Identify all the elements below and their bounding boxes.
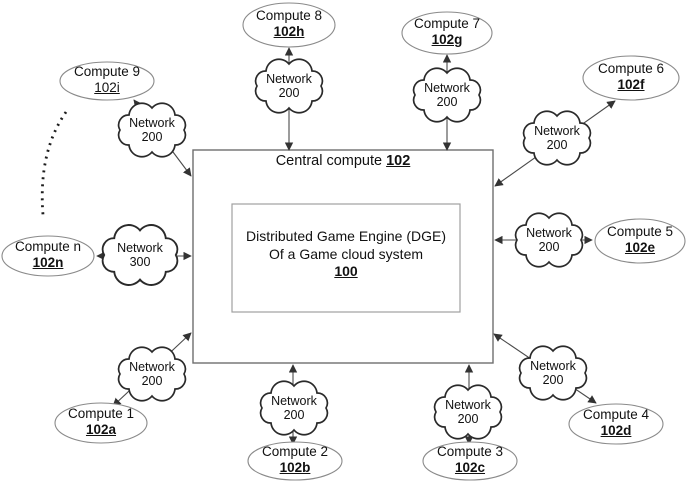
- ellipsis-arc: [40, 111, 68, 216]
- cloud-label-compute-4: Network 200: [513, 359, 593, 387]
- network-8-name: Network: [266, 72, 312, 86]
- network-7-ref: 200: [436, 95, 458, 109]
- compute-1-ref: 102a: [85, 422, 117, 437]
- cloud-label-compute-9: Network 200: [112, 116, 192, 144]
- network-n-ref: 300: [129, 255, 151, 269]
- network-8-ref: 200: [278, 86, 300, 100]
- network-6-name: Network: [534, 124, 580, 138]
- network-2-name: Network: [271, 394, 317, 408]
- network-9-name: Network: [129, 116, 175, 130]
- compute-4-ellipse: [568, 403, 664, 445]
- compute-7-ellipse: [401, 11, 493, 55]
- network-n-name: Network: [117, 241, 163, 255]
- compute-1-ellipse: [54, 402, 148, 444]
- central-compute-ref: 102: [386, 153, 411, 169]
- compute-9-name: Compute 9: [73, 64, 141, 79]
- compute-2-name: Compute 2: [261, 444, 329, 459]
- compute-3-ellipse: [422, 441, 518, 481]
- node-label-compute-3: Compute 3 102c: [420, 444, 520, 476]
- compute-4-ref: 102d: [600, 423, 632, 438]
- node-label-compute-8: Compute 8 102h: [239, 8, 339, 40]
- cloud-label-compute-6: Network 200: [517, 124, 597, 152]
- node-label-compute-7: Compute 7 102g: [397, 16, 497, 48]
- cloud-label-compute-8: Network 200: [249, 72, 329, 100]
- cloud-label-compute-5: Network 200: [509, 226, 589, 254]
- central-compute-box: [192, 149, 494, 364]
- dge-line1: Distributed Game Engine (DGE): [246, 228, 446, 244]
- network-5-ref: 200: [538, 240, 560, 254]
- node-label-compute-1: Compute 1 102a: [51, 406, 151, 438]
- compute-4-name: Compute 4: [582, 407, 650, 422]
- compute-3-ref: 102c: [454, 460, 486, 475]
- cloud-label-compute-n: Network 300: [100, 241, 180, 269]
- cloud-label-compute-2: Network 200: [254, 394, 334, 422]
- compute-7-name: Compute 7: [413, 16, 481, 31]
- network-4-ref: 200: [542, 373, 564, 387]
- node-label-compute-4: Compute 4 102d: [566, 407, 666, 439]
- network-2-ref: 200: [283, 408, 305, 422]
- compute-n-name: Compute n: [14, 239, 82, 254]
- network-7-name: Network: [424, 81, 470, 95]
- compute-1-name: Compute 1: [67, 406, 135, 421]
- network-3-ref: 200: [457, 412, 479, 426]
- compute-2-ellipse: [247, 441, 343, 481]
- network-3-name: Network: [445, 398, 491, 412]
- central-compute-text: Central compute: [275, 153, 383, 169]
- compute-n-ref: 102n: [32, 255, 64, 270]
- dge-box: [231, 203, 461, 313]
- compute-5-ref: 102e: [624, 240, 656, 255]
- compute-n-ellipse: [1, 235, 95, 277]
- compute-6-name: Compute 6: [597, 61, 665, 76]
- network-6-ref: 200: [546, 138, 568, 152]
- cloud-label-compute-1: Network 200: [112, 360, 192, 388]
- compute-8-ellipse: [242, 2, 336, 48]
- compute-6-ellipse: [582, 55, 680, 101]
- cloud-label-compute-3: Network 200: [428, 398, 508, 426]
- compute-6-ref: 102f: [617, 77, 645, 92]
- compute-8-name: Compute 8: [255, 8, 323, 23]
- node-label-compute-n: Compute n 102n: [0, 239, 98, 271]
- cloud-label-compute-7: Network 200: [407, 81, 487, 109]
- dge-line2: Of a Game cloud system: [268, 245, 424, 262]
- network-5-name: Network: [526, 226, 572, 240]
- compute-2-ref: 102b: [279, 460, 311, 475]
- compute-5-name: Compute 5: [606, 224, 674, 239]
- network-9-ref: 200: [141, 130, 163, 144]
- network-1-name: Network: [129, 360, 175, 374]
- compute-7-ref: 102g: [431, 32, 463, 47]
- node-label-compute-6: Compute 6 102f: [581, 61, 681, 93]
- compute-9-ellipse: [59, 61, 155, 101]
- network-4-name: Network: [530, 359, 576, 373]
- compute-5-ellipse: [594, 218, 686, 264]
- network-1-ref: 200: [141, 374, 163, 388]
- compute-3-name: Compute 3: [436, 444, 504, 459]
- node-label-compute-2: Compute 2 102b: [245, 444, 345, 476]
- compute-9-ref: 102i: [94, 80, 120, 95]
- compute-8-ref: 102h: [273, 24, 305, 39]
- node-label-compute-5: Compute 5 102e: [590, 224, 687, 256]
- node-label-compute-9: Compute 9 102i: [57, 64, 157, 96]
- dge-ref: 100: [334, 263, 358, 279]
- dge-label: Distributed Game Engine (DGE) Of a Game …: [232, 228, 460, 281]
